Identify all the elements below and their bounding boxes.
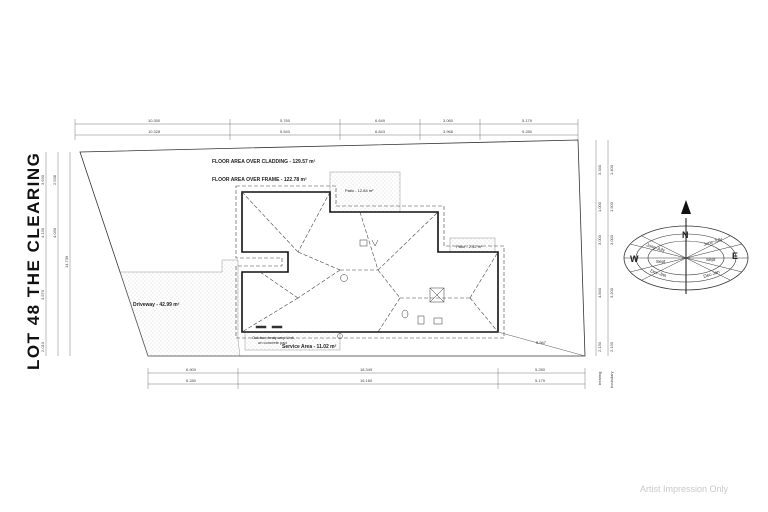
- diagonal-dimension: 5.947: [536, 340, 547, 345]
- right-dim-a3: 3.000: [597, 234, 602, 245]
- right-dimensions: [595, 140, 609, 356]
- right-dim-a4: 4.840: [597, 287, 602, 298]
- roof-lines: [241, 191, 499, 333]
- compass-dec-jan-left: Dec-Jan: [650, 268, 668, 278]
- watermark: Artist Impression Only: [639, 484, 728, 494]
- left-dim-a2: 4.130: [40, 227, 45, 238]
- top-dim-1b: 10.328: [148, 129, 161, 134]
- house-outline: [241, 191, 499, 333]
- right-dim-a2: 1.000: [597, 201, 602, 212]
- service-area-label: Service Area - 11.02 m²: [282, 344, 337, 350]
- top-dim-labels: 10.300 5.760 6.649 3.060 5.179 10.328 5.…: [148, 118, 533, 134]
- compass-dec-jan-right: Dec-Jan: [703, 269, 721, 279]
- top-dim-2a: 5.760: [280, 118, 291, 123]
- right-dim-b1: 1.400: [609, 164, 614, 175]
- right-dim-a5: 2.130: [597, 341, 602, 352]
- patio-2-label: Patio - 2.42 m²: [456, 244, 483, 249]
- north-arrow-icon: [681, 200, 691, 214]
- floor-area-cladding-label: FLOOR AREA OVER CLADDING - 129.57 m²: [212, 159, 316, 165]
- top-dimensions: [74, 119, 579, 140]
- compass-june-july-right: June-July: [703, 236, 724, 247]
- compass-rose: [623, 200, 749, 294]
- top-dim-1a: 10.300: [148, 118, 161, 123]
- bottom-dim-3a: 5.280: [535, 367, 546, 372]
- compass-sept-right: Sept: [706, 257, 716, 262]
- right-dim-b4: 3.200: [609, 287, 614, 298]
- left-dim-a1: 3.630: [40, 174, 45, 185]
- left-dimensions: [45, 152, 71, 356]
- left-dim-a3: 3.570: [40, 289, 45, 300]
- right-label-bearing: bearing: [597, 372, 602, 385]
- right-dim-b5: 2.130: [609, 341, 614, 352]
- right-label-boundary: boundary: [609, 371, 614, 388]
- left-dim-b1: 2.538: [52, 174, 57, 185]
- top-dim-3a: 6.649: [375, 118, 386, 123]
- top-dim-5a: 5.179: [522, 118, 533, 123]
- top-dim-3b: 6.843: [375, 129, 386, 134]
- right-dim-a1: 3.340: [597, 164, 602, 175]
- bottom-dimensions: [147, 368, 586, 389]
- right-dim-b3: 3.000: [609, 234, 614, 245]
- compass-east: E: [732, 251, 738, 261]
- patio-1-label: Patio - 12.84 m²: [345, 188, 374, 193]
- top-dim-4b: 3.968: [443, 129, 454, 134]
- bottom-dim-2a: 18.349: [360, 367, 373, 372]
- bottom-dim-3b: 5.179: [535, 378, 546, 383]
- bottom-dim-1b: 6.280: [186, 378, 197, 383]
- cladding-outline: [235, 185, 505, 339]
- left-dim-b2: 4.030: [52, 227, 57, 238]
- driveway-label: Driveway - 42.99 m²: [133, 302, 180, 308]
- bottom-dim-2b: 16.160: [360, 378, 373, 383]
- patio-1-area: [329, 171, 401, 213]
- lot-title: LOT 48 THE CLEARING: [24, 152, 43, 370]
- compass-north: N: [682, 230, 689, 240]
- bottom-dim-1a: 6.900: [186, 367, 197, 372]
- outdoor-unit-label-2: on concrete pad: [258, 340, 287, 345]
- compass-june-july-left: June-July: [646, 242, 667, 253]
- fixtures: [255, 239, 445, 339]
- top-dim-4a: 3.060: [443, 118, 454, 123]
- diagonal-line: [497, 331, 586, 357]
- left-dim-a4: 2.010: [40, 341, 45, 352]
- left-dim-total: 14.739: [64, 255, 69, 268]
- floor-area-frame-label: FLOOR AREA OVER FRAME - 122.78 m²: [212, 177, 307, 183]
- lot-title-text: LOT 48 THE CLEARING: [24, 152, 43, 370]
- outdoor-unit-label-1: Outdoor heatpump Unit,: [252, 335, 295, 340]
- top-dim-5b: 5.280: [522, 129, 533, 134]
- compass-west: W: [630, 254, 639, 264]
- top-dim-2b: 5.540: [280, 129, 291, 134]
- compass-sept-left: Sept: [656, 259, 666, 264]
- driveway-area: [119, 259, 241, 357]
- right-dim-b2: 1.900: [609, 201, 614, 212]
